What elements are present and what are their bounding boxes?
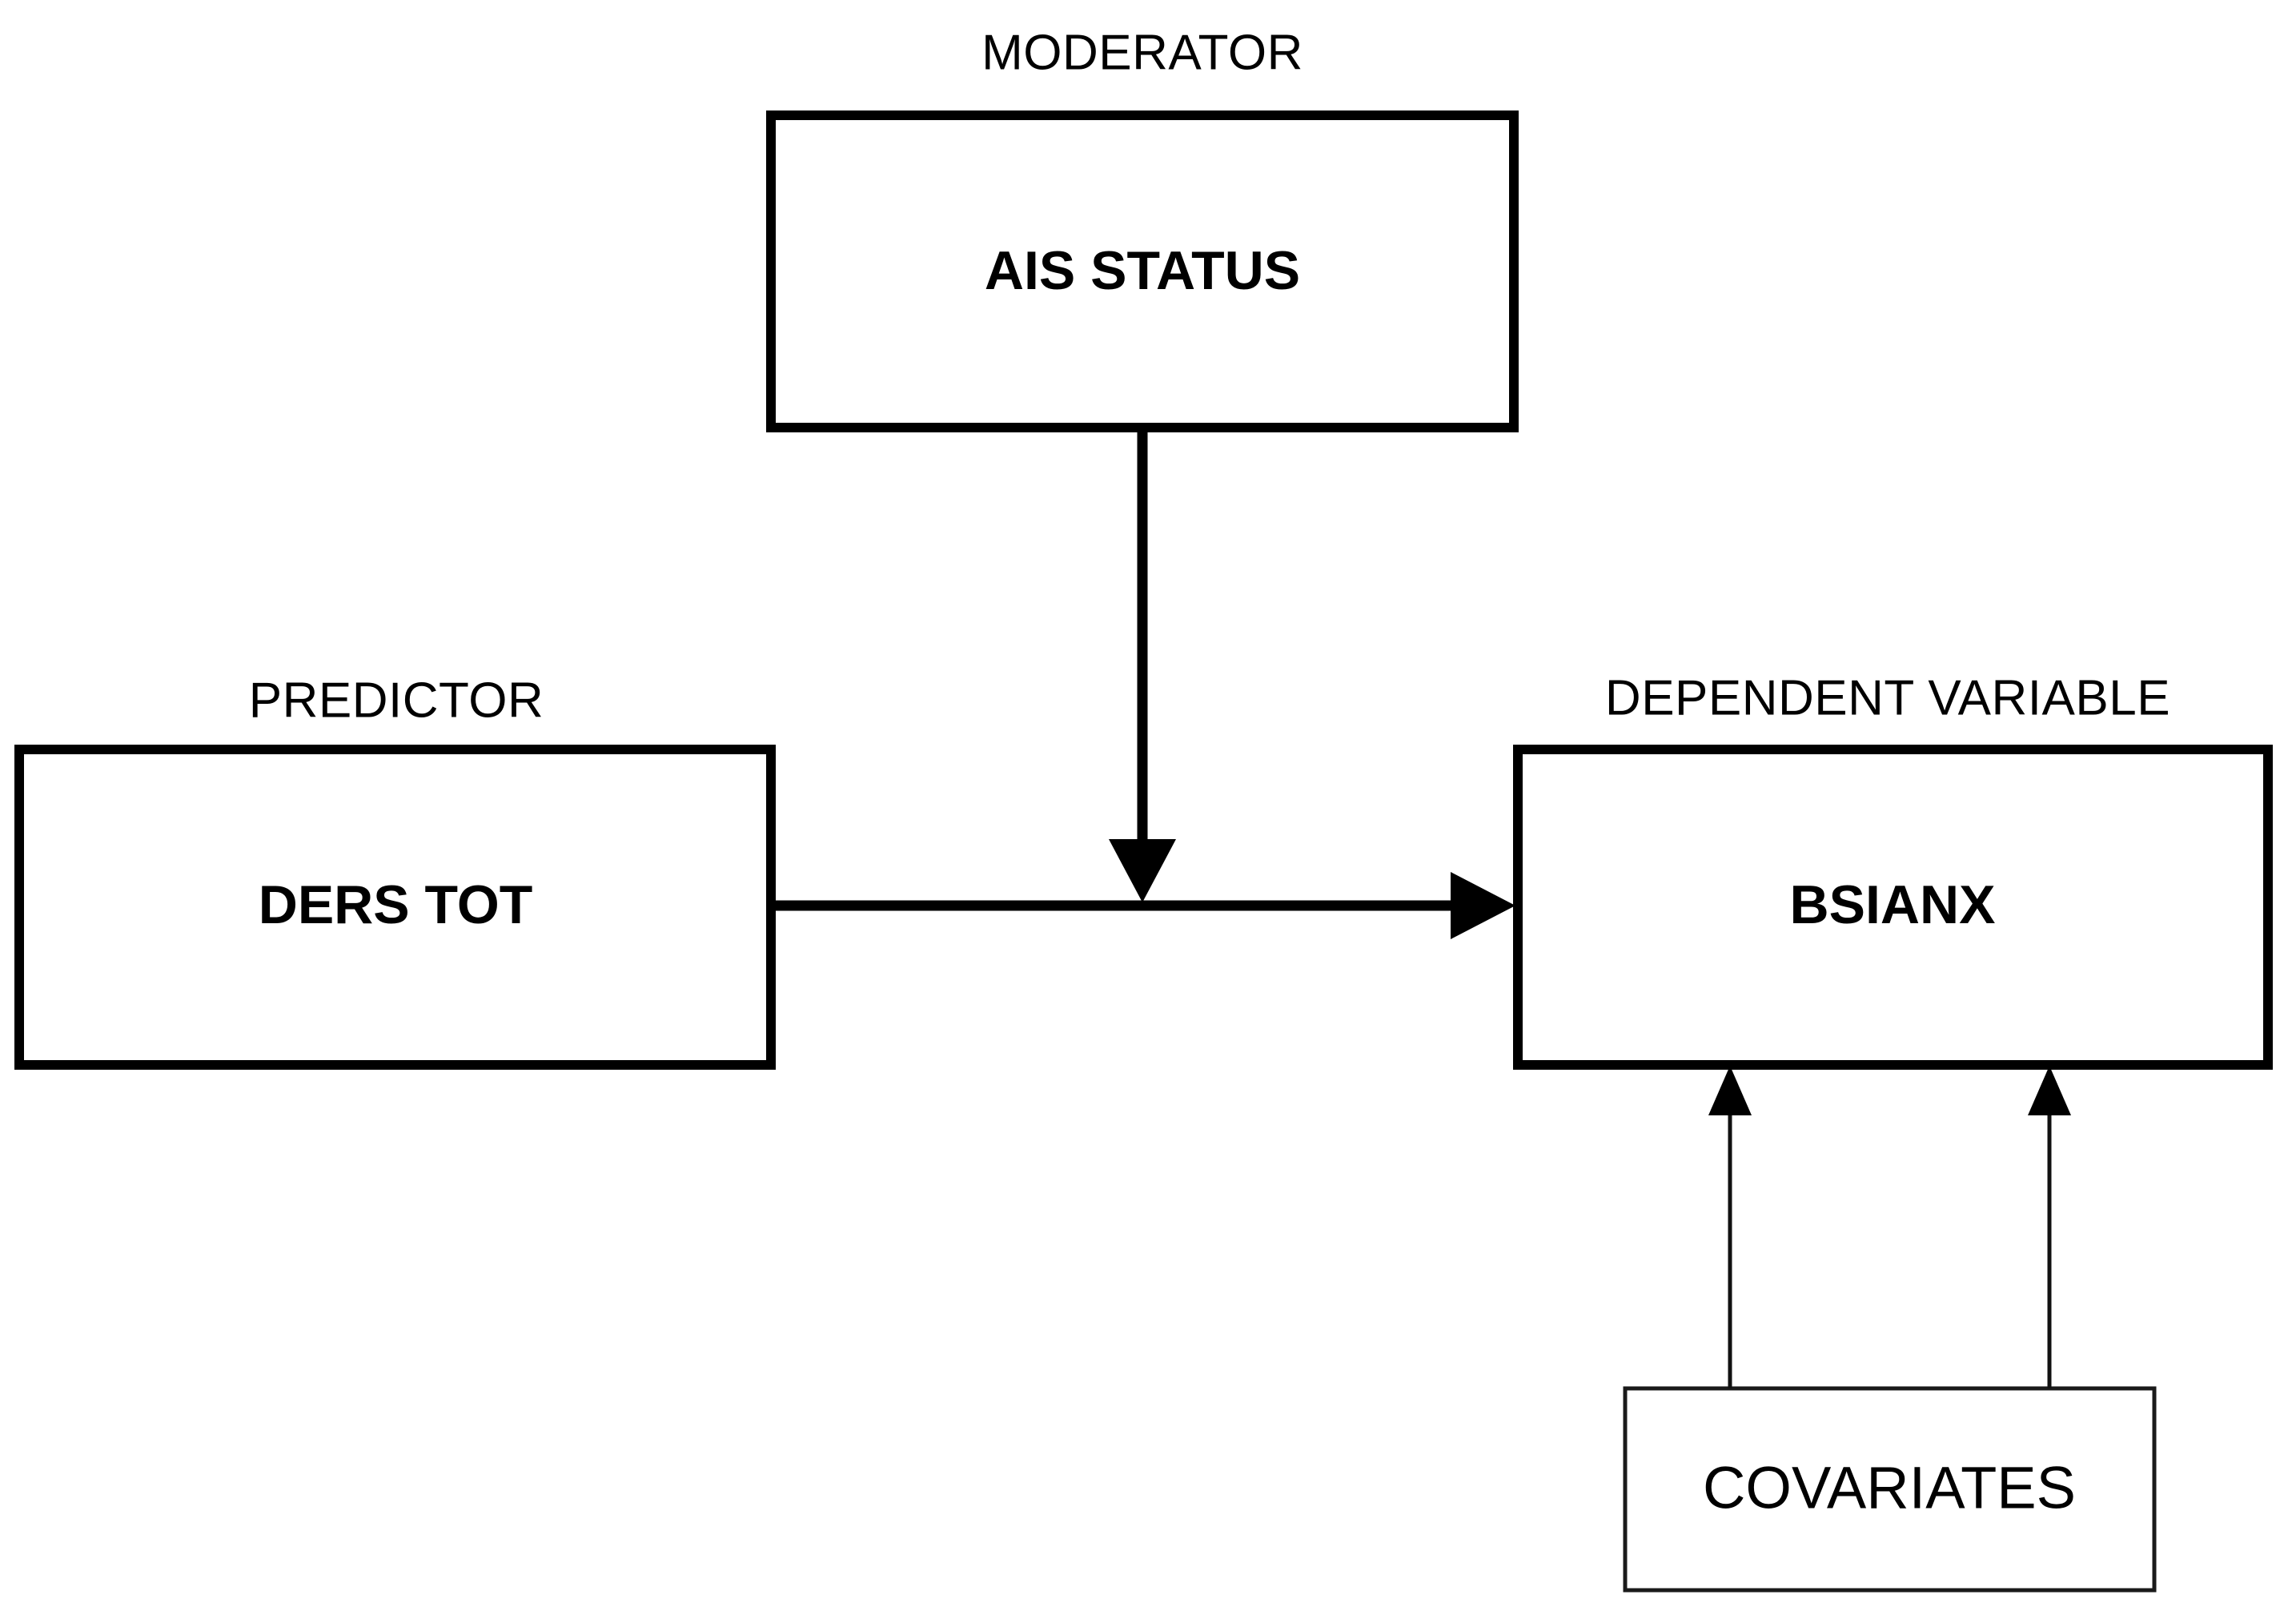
predictor-box-label: DERS TOT [259,874,533,935]
moderator-box[interactable] [766,110,1519,432]
moderator-to-path-arrowhead [1109,839,1176,902]
moderator-role-label: MODERATOR [981,25,1303,80]
covariates-to-dependent-right-arrowhead [2028,1066,2071,1115]
covariates-box-label: COVARIATES [1703,1455,2076,1521]
dependent-role-label: DEPENDENT VARIABLE [1605,670,2170,725]
dependent-box[interactable] [1513,745,2273,1070]
predictor-role-label: PREDICTOR [249,673,544,728]
covariates-box[interactable] [1623,1386,2157,1593]
moderator-box-label: AIS STATUS [985,240,1300,301]
dependent-box-label: BSIANX [1790,874,1996,935]
covariates-to-dependent-left-arrowhead [1708,1066,1752,1115]
predictor-box[interactable] [14,745,776,1070]
predictor-to-dependent-arrowhead [1451,872,1515,939]
